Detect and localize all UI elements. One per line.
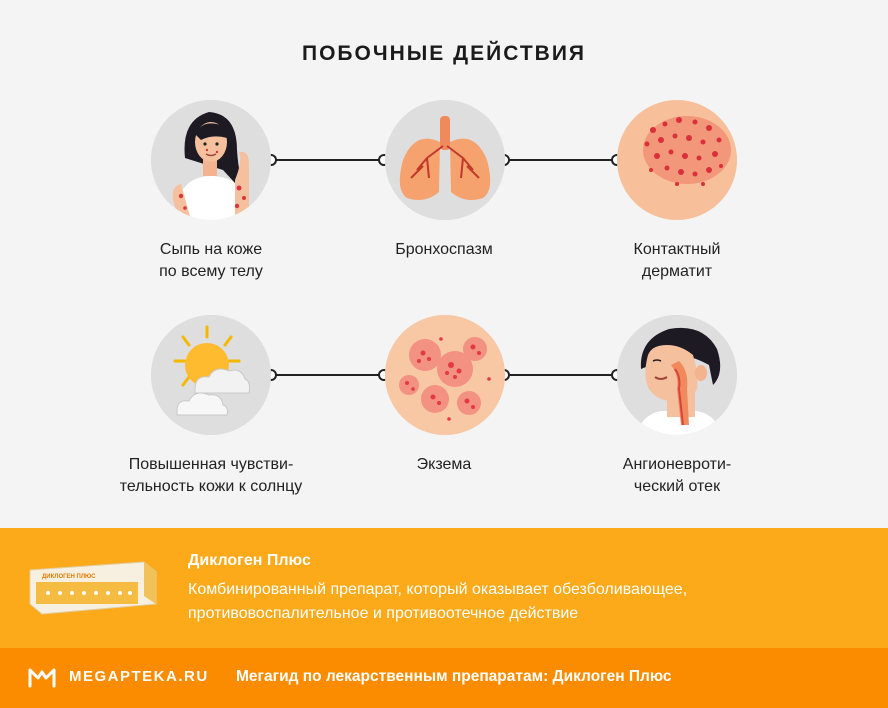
product-name: Диклоген Плюс — [188, 552, 311, 569]
megapteka-logo-icon[interactable] — [28, 666, 56, 688]
eczema-skin-icon — [385, 315, 505, 435]
swollen-throat-icon — [617, 315, 737, 435]
footer-bar: MEGAPTEKA.RU Мегагид по лекарственным пр… — [0, 648, 888, 708]
woman-with-rash-icon — [151, 100, 271, 220]
product-description: Комбинированный препарат, который оказыв… — [188, 581, 688, 622]
effect-label-eczema: Экзема — [416, 456, 472, 473]
product-package-image: ДИКЛОГЕН ПЛЮС — [29, 561, 157, 615]
effect-label-rash: Сыпь на коже по всему телу — [159, 241, 263, 280]
connector-line — [498, 154, 623, 166]
footer-text: Мегагид по лекарственным препаратам: Дик… — [236, 668, 672, 685]
page-title: ПОБОЧНЫЕ ДЕЙСТВИЯ — [301, 42, 587, 65]
sun-behind-cloud-icon — [151, 315, 271, 435]
product-band: ДИКЛОГЕН ПЛЮС Диклоген Плюс Комбинирован… — [0, 528, 888, 648]
connector-line — [498, 369, 623, 381]
effect-label-dermatitis: Контактный дерматит — [633, 241, 721, 280]
footer-brand[interactable]: MEGAPTEKA.RU — [69, 668, 209, 685]
lungs-icon — [385, 100, 505, 220]
effect-label-sun-sensitivity: Повышенная чувстви- тельность кожи к сол… — [119, 456, 303, 495]
package-brand-text: ДИКЛОГЕН ПЛЮС — [42, 574, 96, 580]
effect-label-bronchospasm: Бронхоспазм — [395, 241, 493, 258]
dermatitis-skin-icon — [617, 100, 737, 220]
connector-line — [265, 369, 390, 381]
effect-label-angioedema: Ангионевроти- ческий отек — [622, 456, 732, 495]
